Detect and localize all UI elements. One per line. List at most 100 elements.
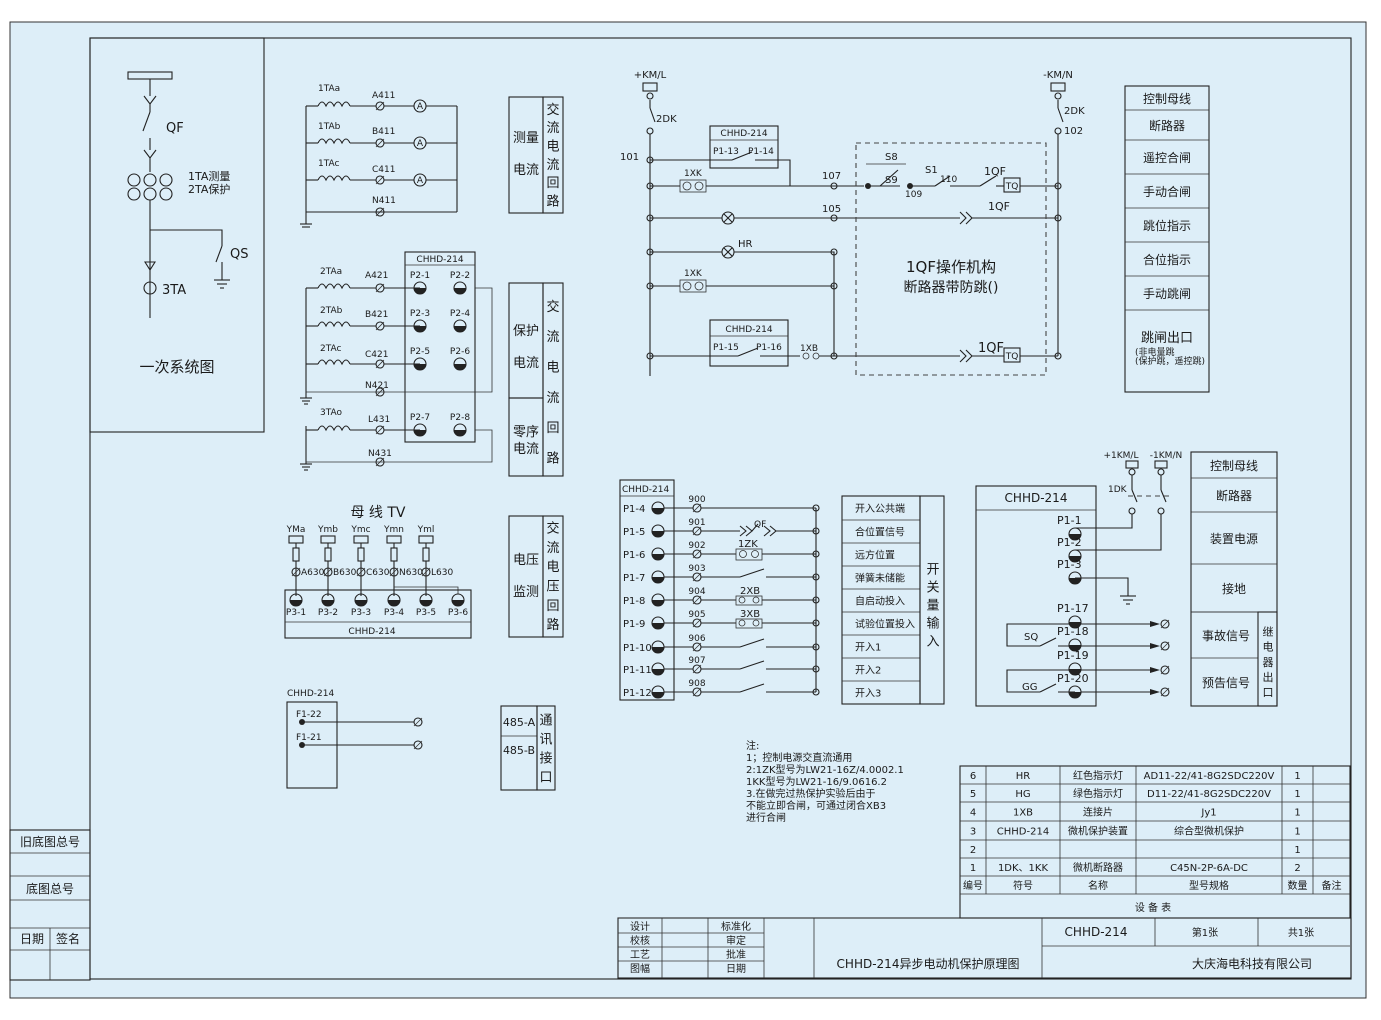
equipment-cell: 微机保护装置 bbox=[1068, 825, 1128, 838]
bus-plus-label: +KM/L bbox=[634, 70, 667, 81]
xk-label-2: 1XK bbox=[684, 269, 703, 279]
input-qf-label: QF bbox=[754, 520, 766, 530]
terminal-dot-icon-fill bbox=[652, 554, 664, 560]
mech-subtitle: 断路器带防跳() bbox=[904, 280, 999, 296]
tv-bus-label: YMa bbox=[286, 525, 306, 535]
input-contact bbox=[739, 568, 765, 578]
tv-side-char-char: 压 bbox=[546, 580, 559, 595]
input-terminal-label: P1-12 bbox=[623, 688, 652, 699]
equipment-cell: 1 bbox=[1294, 789, 1300, 800]
input-node-label: 904 bbox=[688, 587, 705, 597]
terminal-icon bbox=[1160, 687, 1170, 697]
input-side-char-char: 开 bbox=[926, 563, 939, 578]
terminal-dot-icon-fill bbox=[1069, 578, 1081, 584]
equipment-cell: 1 bbox=[1294, 771, 1300, 782]
terminal-icon-slash bbox=[291, 567, 301, 577]
relay-legend-item: 接地 bbox=[1222, 581, 1246, 596]
terminal-icon-slash bbox=[692, 572, 702, 582]
tv-wire-label: L630 bbox=[431, 568, 453, 578]
terminal-dot-icon-fill bbox=[454, 430, 466, 436]
ct-3tao: 3TAo bbox=[320, 408, 343, 418]
wire-n411: N411 bbox=[372, 196, 396, 206]
equipment-cell: 1 bbox=[1294, 845, 1300, 856]
equipment-cell: 2 bbox=[970, 845, 976, 856]
relay-terminal-label: P1-1 bbox=[1057, 514, 1082, 527]
protect-label-line1: 保护 bbox=[513, 324, 539, 339]
title-left-cell: 校核 bbox=[630, 934, 650, 947]
wire-b411: B411 bbox=[372, 127, 395, 137]
equipment-cell: 红色指示灯 bbox=[1073, 769, 1123, 782]
wire-b421: B421 bbox=[365, 310, 388, 320]
ammeter-b-icon bbox=[413, 136, 427, 150]
note-line: 1KK型号为LW21-16/9.0616.2 bbox=[746, 775, 887, 788]
relay-terminal-label: P1-20 bbox=[1057, 672, 1089, 685]
terminal-icon-slash bbox=[692, 549, 702, 559]
qf-aux-blade bbox=[751, 523, 759, 532]
tv-title: 母 线 TV bbox=[350, 505, 405, 521]
ct-circles bbox=[127, 173, 173, 201]
tv-wire-label: C630 bbox=[366, 568, 390, 578]
ct-coil-icon bbox=[317, 359, 351, 366]
ct-2tac: 2TAc bbox=[320, 344, 342, 354]
terminal-icon-slash bbox=[389, 567, 399, 577]
comm-side-char-char: 通 bbox=[539, 713, 552, 728]
input-terminal-label: P1-8 bbox=[623, 596, 645, 607]
input-node-label: 905 bbox=[688, 610, 705, 620]
relay-legend-item: 装置电源 bbox=[1210, 532, 1258, 546]
input-label: 试验位置投入 bbox=[855, 618, 915, 631]
terminal-dot-icon-fill bbox=[414, 430, 426, 436]
ct-1taa: 1TAa bbox=[318, 84, 340, 94]
terminal-icon-slash bbox=[375, 138, 385, 148]
equipment-header: 备注 bbox=[1322, 879, 1342, 892]
protect-side-char-char: 电 bbox=[546, 360, 559, 375]
measure-current-circuit: 1TAa 1TAb 1TAc A411 B411 C411 N411 A A A… bbox=[300, 84, 564, 228]
comm-side-char-char: 讯 bbox=[539, 732, 552, 747]
relay-legend-item: 控制母线 bbox=[1210, 459, 1258, 473]
drawing-code: CHHD-214 bbox=[1065, 925, 1128, 939]
tq-label-1: TQ bbox=[1005, 182, 1019, 192]
legend-item: 遥控合闸 bbox=[1143, 150, 1191, 165]
terminal-icon-slash bbox=[375, 321, 385, 331]
equipment-cell: 1 bbox=[1294, 827, 1300, 838]
equipment-cell: 1DK、1KK bbox=[998, 863, 1049, 874]
tv-side-char-char: 回 bbox=[546, 599, 559, 614]
terminal-dot-icon-fill bbox=[652, 692, 664, 698]
tv-bus-label: Ymn bbox=[383, 525, 404, 535]
terminal-dot-icon-fill bbox=[652, 647, 664, 653]
equipment-cell: 1XB bbox=[1013, 808, 1033, 819]
protect-terminal-label: P2-2 bbox=[450, 271, 470, 281]
tv-terminal-label: P3-2 bbox=[318, 608, 338, 618]
input-node-label: 907 bbox=[688, 656, 705, 666]
tv-terminal-label: P3-6 bbox=[448, 608, 468, 618]
relay-terminal-label: P1-2 bbox=[1057, 536, 1082, 549]
input-label: 开入3 bbox=[855, 689, 881, 700]
legend-item: 断路器 bbox=[1149, 118, 1185, 133]
note-line: 2:1ZK型号为LW21-16Z/4.0002.1 bbox=[746, 763, 904, 776]
drawing-title: CHHD-214异步电动机保护原理图 bbox=[837, 957, 1020, 971]
relay-device-label: CHHD-214 bbox=[1005, 491, 1068, 505]
equipment-cell: 综合型微机保护 bbox=[1174, 825, 1244, 838]
measure-side-char-char: 流 bbox=[546, 158, 559, 173]
bus-minus-label: -KM/N bbox=[1043, 70, 1073, 81]
relay-terminal-label: P1-3 bbox=[1057, 558, 1082, 571]
ct-coil-icon bbox=[317, 321, 351, 328]
equipment-cell: HG bbox=[1015, 789, 1030, 800]
zk-contact bbox=[739, 550, 747, 558]
relay-dk-label: 1DK bbox=[1108, 485, 1128, 495]
tv-jumper bbox=[394, 586, 459, 594]
terminal-icon-slash bbox=[692, 642, 702, 652]
terminal-icon-slash bbox=[1160, 687, 1170, 697]
ammeter-c-icon bbox=[413, 173, 427, 187]
comm-side-char-char: 接 bbox=[539, 750, 552, 766]
comm-terminal-f121: F1-21 bbox=[296, 733, 322, 743]
input-device-label: CHHD-214 bbox=[622, 485, 669, 495]
title-mid-cell: 标准化 bbox=[721, 920, 751, 933]
control-circuit: +KM/L -KM/N 2DK 2DK 102 101 CHHD-214 P1-… bbox=[620, 70, 1085, 376]
input-node-label: 901 bbox=[688, 518, 705, 528]
zero-seq-label-line1: 零序 bbox=[513, 425, 539, 440]
